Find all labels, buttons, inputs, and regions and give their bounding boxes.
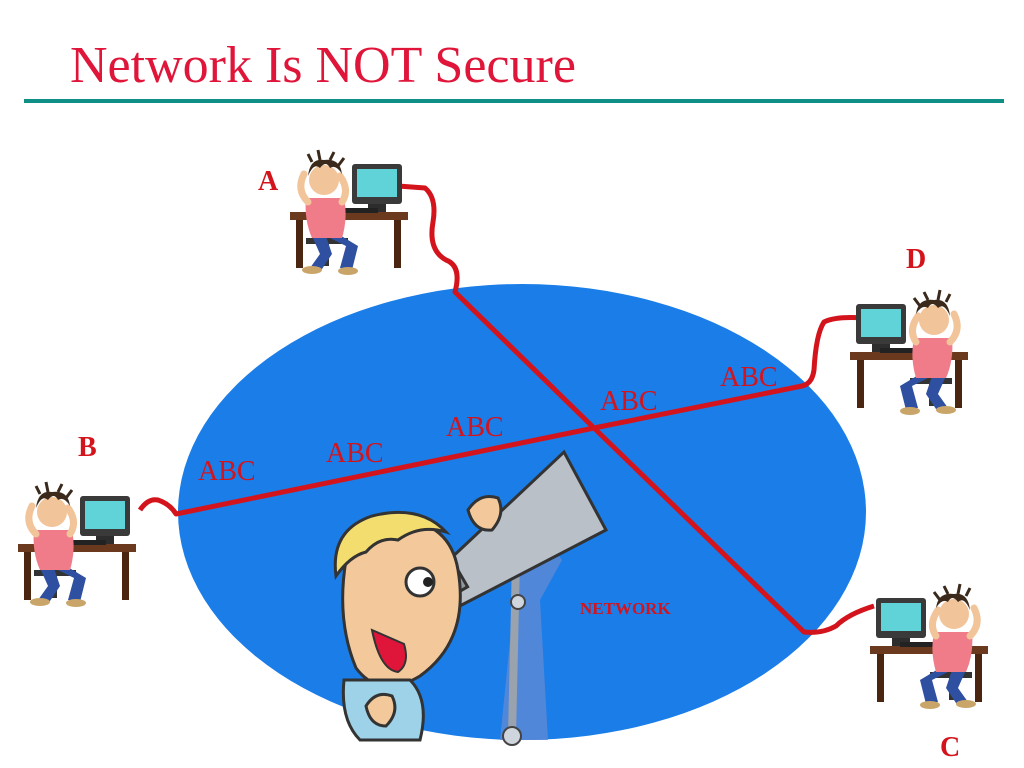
node-label-c: C — [940, 732, 960, 763]
user-d-computer-icon — [850, 290, 968, 415]
slide-title: Network Is NOT Secure — [70, 37, 576, 94]
node-label-a: A — [258, 166, 279, 197]
message-label: ABC — [600, 386, 658, 417]
node-label-d: D — [906, 244, 926, 275]
network-links — [137, 183, 875, 635]
network-label: NETWORK — [580, 599, 671, 618]
link-b — [137, 425, 595, 517]
message-label: ABC — [326, 438, 384, 469]
link-d — [593, 315, 865, 431]
link-a — [397, 183, 596, 430]
node-label-b: B — [78, 432, 97, 463]
user-a-computer-icon — [290, 150, 408, 275]
message-label: ABC — [446, 412, 504, 443]
link-c — [592, 426, 875, 635]
eavesdropper-with-telescope-icon — [333, 449, 609, 746]
message-label: ABC — [198, 456, 256, 487]
message-label: ABC — [720, 362, 778, 393]
user-b-computer-icon — [18, 482, 136, 607]
title-divider — [24, 99, 1004, 103]
user-c-computer-icon — [870, 584, 988, 709]
